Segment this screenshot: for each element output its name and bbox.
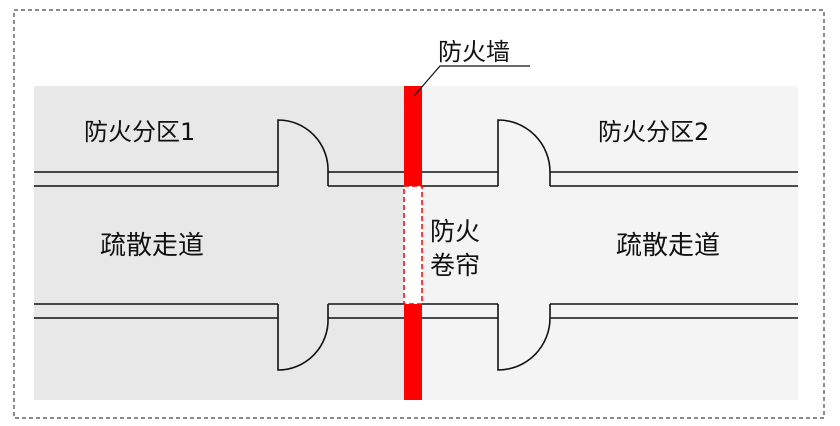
corridor-right-label: 疏散走道 [616,231,720,261]
firewall-label: 防火墙 [438,38,510,66]
corridor-left-label: 疏散走道 [100,231,204,261]
zone-2-area [422,86,798,400]
door-swing-zone2-top [497,119,551,173]
corridor-top-wall [34,171,798,187]
door-swing-zone2-bottom [497,317,551,371]
corridor-bottom-wall [34,303,798,319]
fire-shutter-label-line2: 卷帘 [430,251,480,280]
firewall-callout-leader [413,65,530,97]
fire-shutter [403,185,423,305]
fire-shutter-label-line1: 防火 [430,217,480,246]
zone-2-label: 防火分区2 [598,118,709,146]
firewall-lower [404,304,422,400]
door-swing-zone1-top [277,119,329,173]
firewall-upper [404,86,422,186]
zone-1-area [34,86,404,400]
door-swing-zone1-bottom [277,317,329,371]
zone-1-label: 防火分区1 [84,118,195,146]
